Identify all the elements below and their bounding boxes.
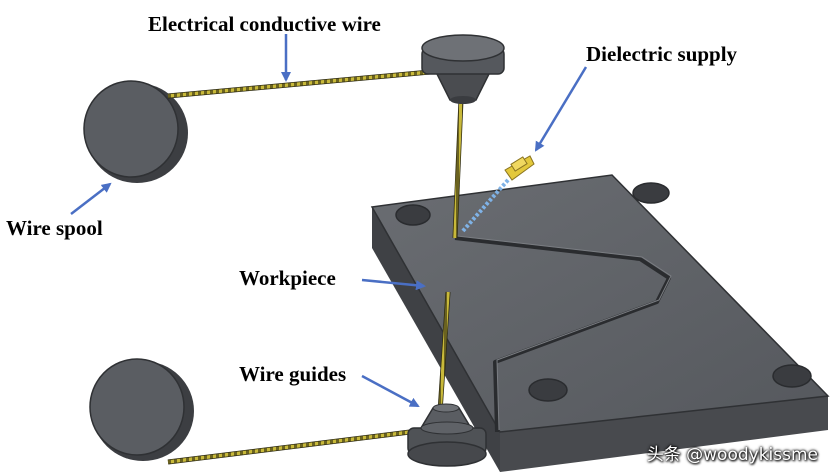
label-workpiece: Workpiece bbox=[239, 266, 336, 290]
watermark: 头条 @woodykissme bbox=[646, 445, 818, 465]
workpiece bbox=[370, 174, 830, 472]
arrow-workpiece bbox=[361, 278, 426, 291]
label-wire-guides: Wire guides bbox=[239, 362, 347, 386]
label-electrical-conductive-wire: Electrical conductive wire bbox=[148, 12, 381, 36]
label-wire-spool: Wire spool bbox=[6, 216, 103, 240]
dielectric-nozzle bbox=[460, 155, 535, 234]
annotation-arrows bbox=[70, 34, 588, 408]
lower-wire-spool bbox=[89, 358, 194, 461]
arrow-spool bbox=[70, 182, 112, 215]
arrow-dielectric bbox=[534, 66, 588, 152]
conductive-wire bbox=[167, 69, 464, 465]
label-dielectric-supply: Dielectric supply bbox=[586, 42, 738, 66]
lower-wire-guide bbox=[407, 403, 487, 467]
upper-wire-spool bbox=[83, 80, 188, 183]
upper-wire-guide bbox=[421, 34, 505, 104]
arrow-guides bbox=[361, 374, 420, 408]
